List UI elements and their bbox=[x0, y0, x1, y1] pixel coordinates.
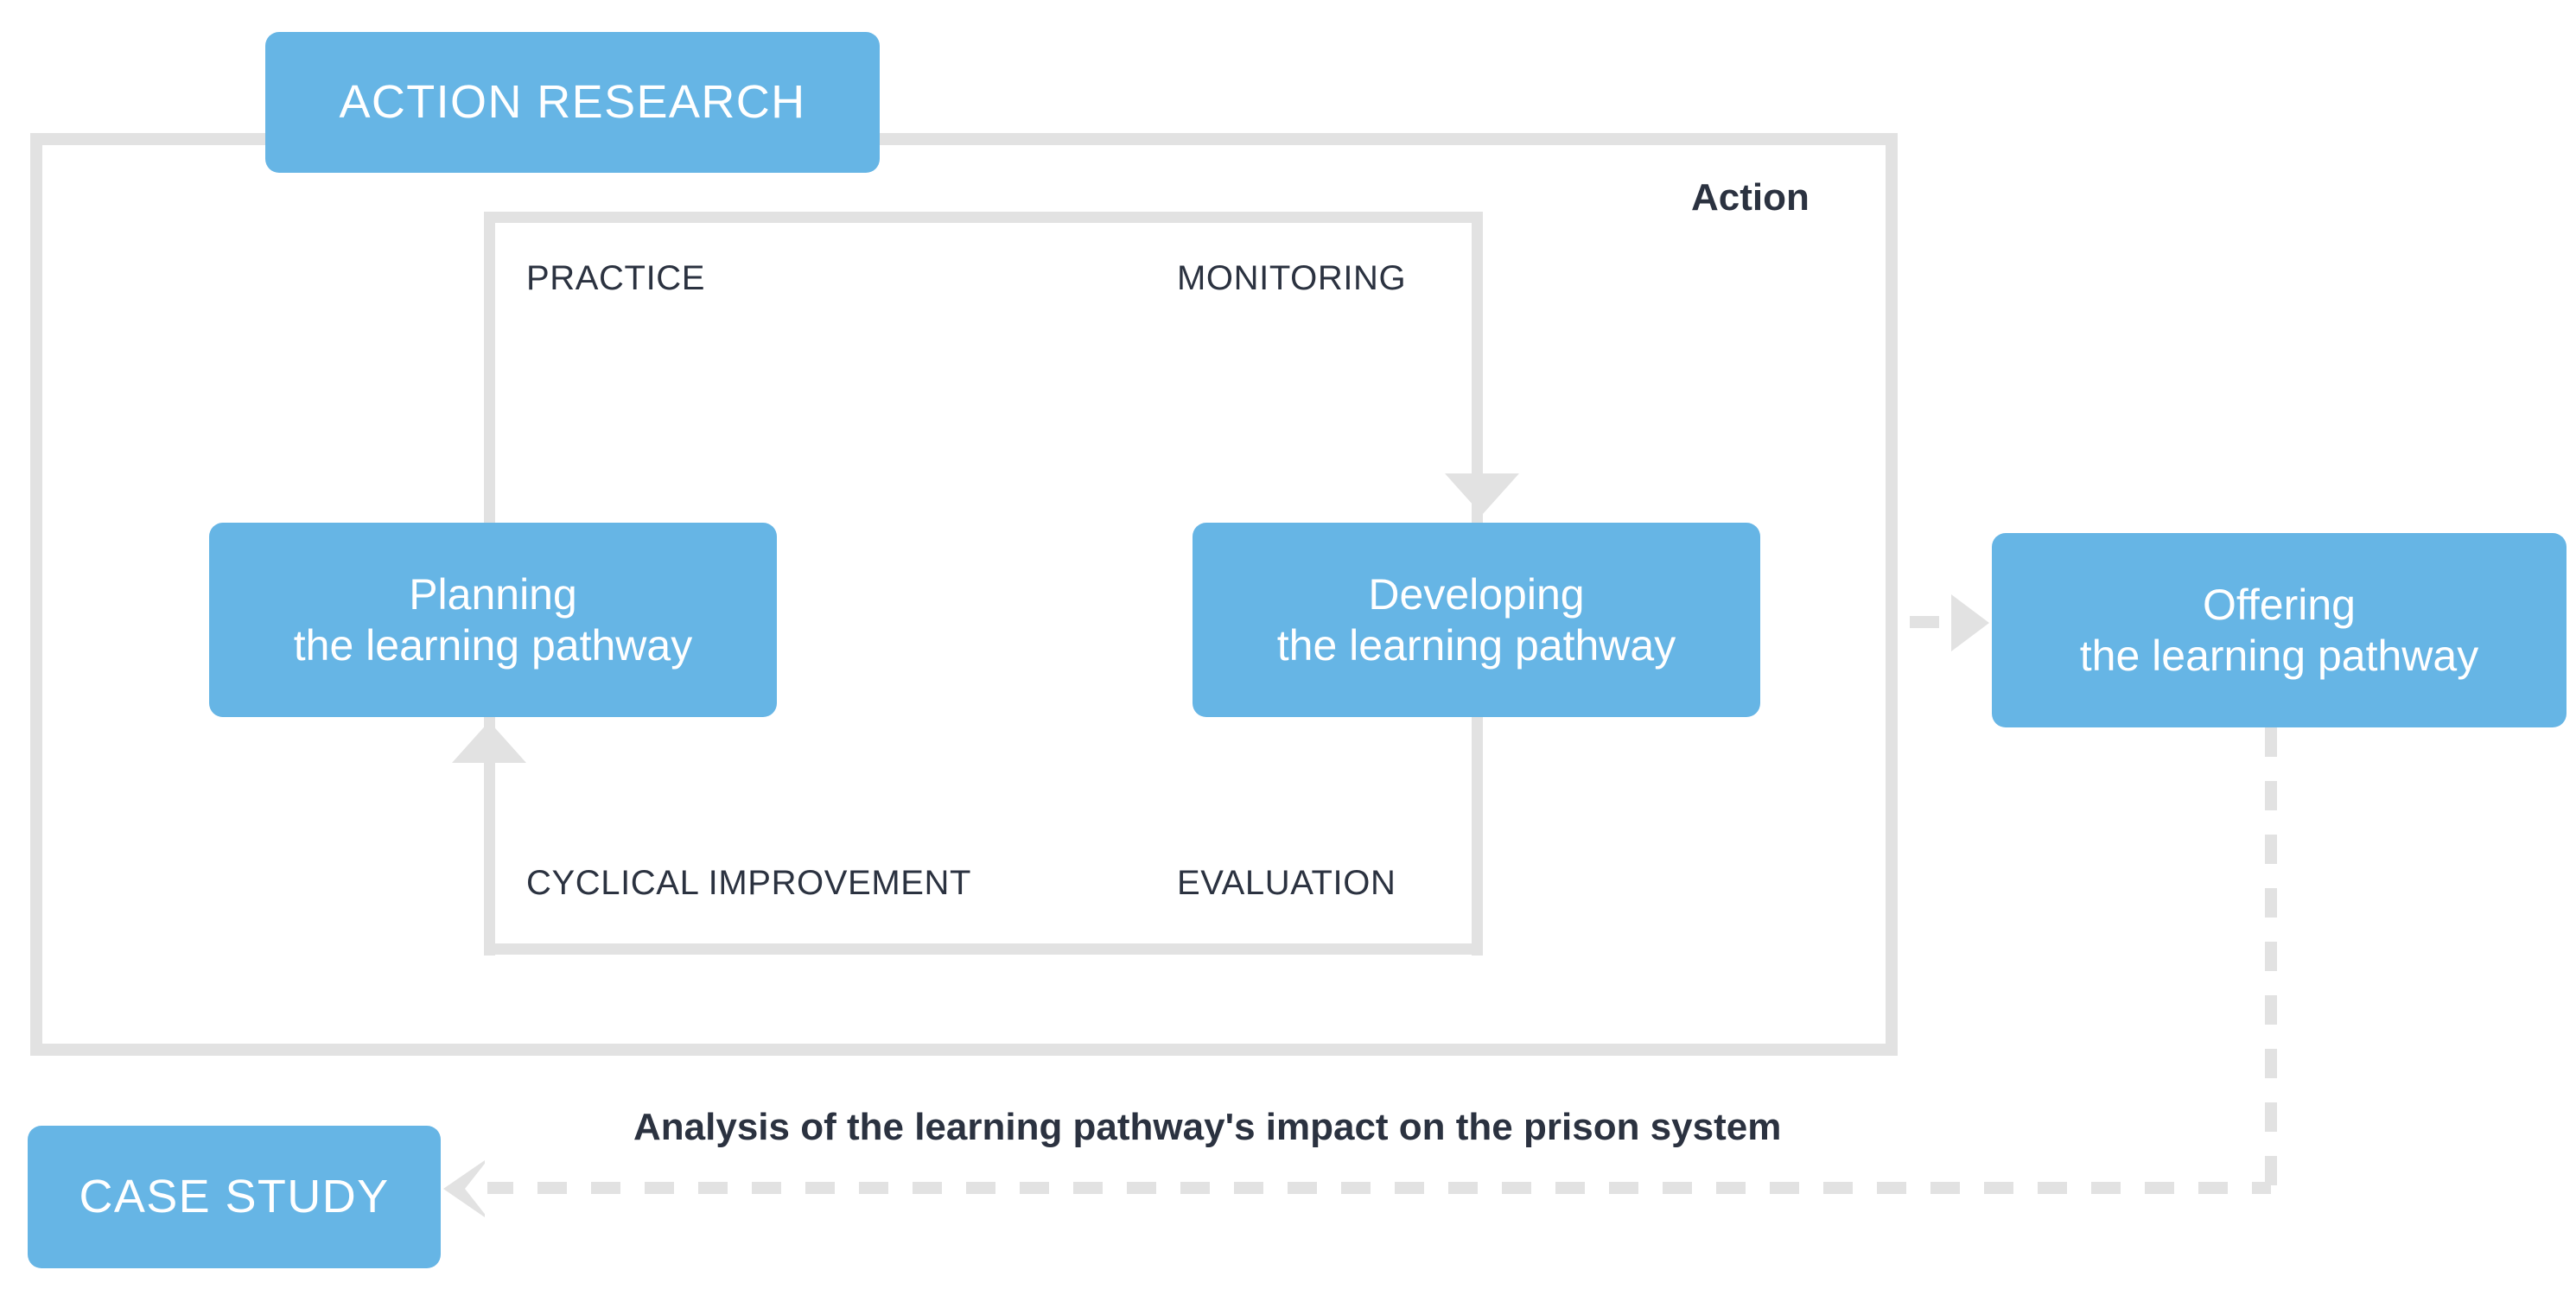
arrow-up-icon bbox=[452, 721, 526, 763]
connector-feedback-to-case-study bbox=[484, 1182, 2271, 1194]
arrow-right-icon bbox=[1951, 594, 1989, 651]
section-title-action-research[interactable]: ACTION RESEARCH bbox=[265, 32, 880, 173]
stage-offering[interactable]: Offering the learning pathway bbox=[1992, 533, 2566, 727]
cycle-frame-top-edge bbox=[484, 212, 1483, 223]
stage-developing[interactable]: Developing the learning pathway bbox=[1193, 523, 1760, 717]
analysis-caption: Analysis of the learning pathway's impac… bbox=[633, 1106, 1782, 1148]
arrow-left-icon-notch bbox=[465, 1160, 487, 1217]
cycle-frame-bottom-edge bbox=[484, 943, 1483, 955]
section-title-case-study[interactable]: CASE STUDY bbox=[28, 1126, 441, 1268]
cycle-label-monitoring: MONITORING bbox=[1177, 259, 1407, 297]
stage-planning[interactable]: Planning the learning pathway bbox=[209, 523, 777, 717]
cycle-label-evaluation: EVALUATION bbox=[1177, 864, 1396, 902]
cycle-label-practice: PRACTICE bbox=[526, 259, 706, 297]
connector-offering-down bbox=[2265, 727, 2277, 1188]
cycle-label-cyclical-improvement: CYCLICAL IMPROVEMENT bbox=[526, 864, 972, 902]
arrow-down-icon bbox=[1445, 473, 1519, 515]
action-heading: Action bbox=[1691, 176, 1810, 219]
